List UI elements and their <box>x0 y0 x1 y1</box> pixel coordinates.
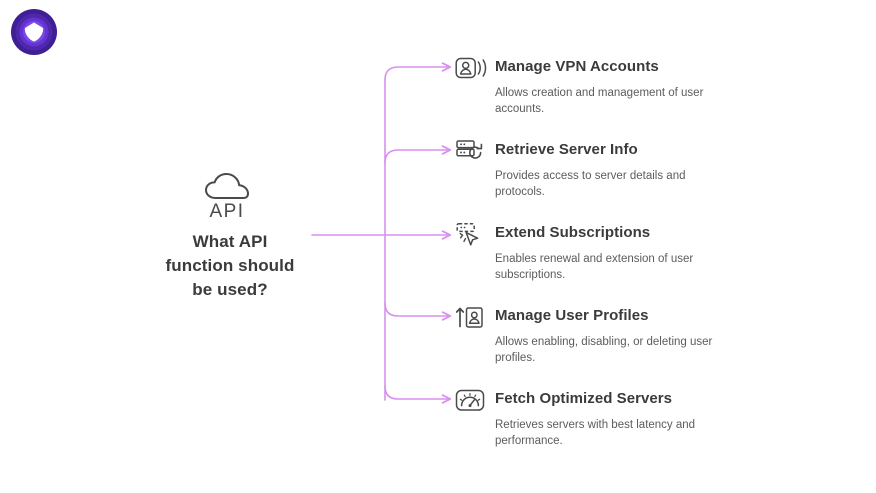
cloud-api-icon: API <box>205 173 249 220</box>
branch-description: Enables renewal and extension of user su… <box>495 253 694 281</box>
branch-item-retrieve-server-info[interactable]: Retrieve Server Info Provides access to … <box>455 139 755 200</box>
branch-head: Retrieve Server Info <box>455 139 755 165</box>
branch-description: Allows enabling, disabling, or deleting … <box>495 336 713 364</box>
root-question-line-3: be used? <box>192 280 268 299</box>
root-node: API What API function should be used? <box>140 170 320 302</box>
cloud-api-icon-label: API <box>209 201 244 220</box>
branch-title: Manage User Profiles <box>495 307 649 324</box>
root-question-line-1: What API <box>192 232 268 251</box>
branch-head: Manage VPN Accounts <box>455 56 755 82</box>
branch-item-manage-user-profiles[interactable]: Manage User Profiles Allows enabling, di… <box>455 305 755 366</box>
branch-description: Provides access to server details and pr… <box>495 170 686 198</box>
connector-branch-2 <box>384 145 452 164</box>
subscription-cursor-icon <box>456 223 479 246</box>
branch-description: Retrieves servers with best latency and … <box>495 419 696 447</box>
proton-vpn-logo-glyph <box>11 9 57 55</box>
branch-head: Extend Subscriptions <box>455 222 755 248</box>
vpn-account-icon <box>455 57 487 79</box>
branch-item-fetch-optimized-servers[interactable]: Fetch Optimized Servers Retrieves server… <box>455 388 755 449</box>
branch-head: Fetch Optimized Servers <box>455 388 755 414</box>
branch-item-extend-subscriptions[interactable]: Extend Subscriptions Enables renewal and… <box>455 222 755 283</box>
root-question: What API function should be used? <box>140 230 320 302</box>
connector-branch-4 <box>384 302 452 321</box>
root-question-line-2: function should <box>165 256 295 275</box>
connector-branch-1 <box>384 62 452 81</box>
branch-title: Fetch Optimized Servers <box>495 390 673 407</box>
branch-title: Manage VPN Accounts <box>495 58 659 75</box>
branch-title: Retrieve Server Info <box>495 141 638 158</box>
server-refresh-icon <box>456 140 483 159</box>
connector-branch-5 <box>384 385 452 404</box>
speedometer-icon <box>455 389 485 411</box>
branch-item-manage-vpn-accounts[interactable]: Manage VPN Accounts Allows creation and … <box>455 56 755 117</box>
branch-title: Extend Subscriptions <box>495 224 651 241</box>
branch-head: Manage User Profiles <box>455 305 755 331</box>
user-profile-arrow-icon <box>455 307 483 328</box>
branch-description: Allows creation and management of user a… <box>495 87 704 115</box>
proton-vpn-logo[interactable] <box>10 8 58 56</box>
